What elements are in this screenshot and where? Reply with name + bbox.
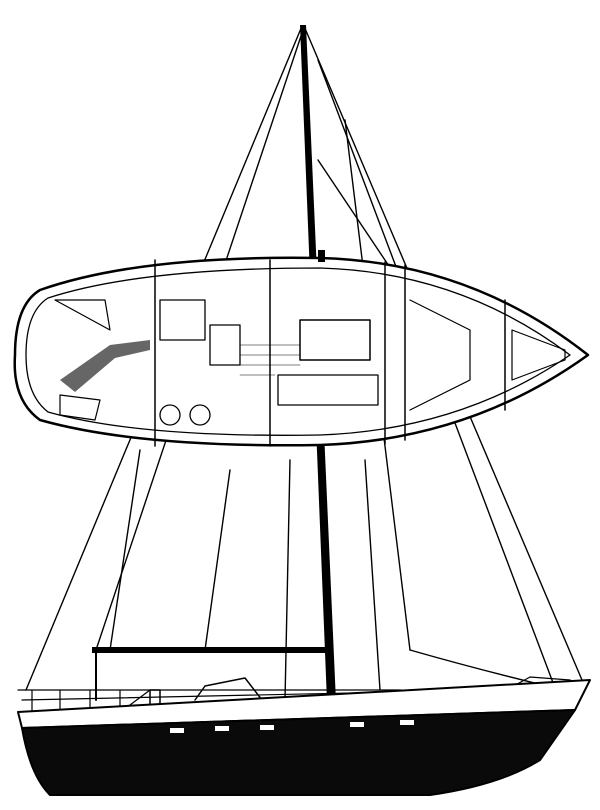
cockpit-seat [60,340,150,392]
saloon-table [299,319,371,361]
deck-plan-hull [13,256,590,447]
shroud-4 [109,449,141,651]
shroud-3 [364,459,381,691]
portlights [170,720,414,733]
head-sink [159,404,181,426]
v-berth [409,299,471,411]
settee [277,374,379,406]
shroud [284,459,291,701]
aft-cabin [54,299,111,421]
boom [92,647,332,653]
hull [21,709,576,796]
toilet [189,404,211,426]
shroud-2 [204,469,231,651]
mast-lower [318,250,325,262]
cabin-sole-planks [239,344,301,376]
anchor-locker [511,329,566,381]
galley [159,299,206,341]
deck-plan [13,256,590,447]
dodger [194,677,263,701]
deck-plan-inner [25,267,571,436]
bulkheads [154,259,506,447]
